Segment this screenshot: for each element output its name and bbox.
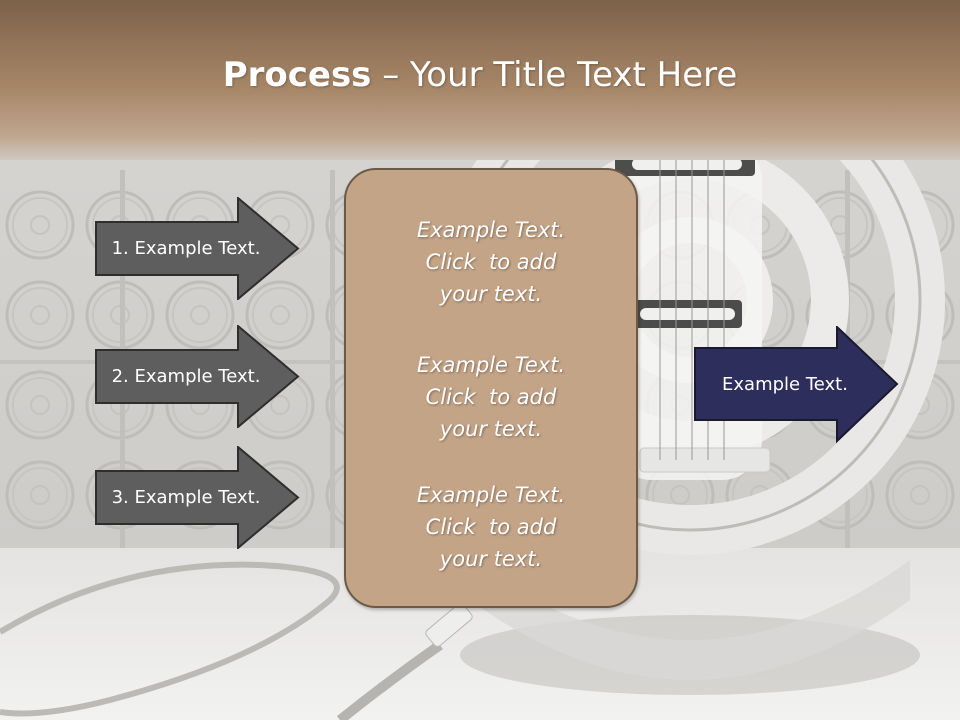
step-arrow-2[interactable]: 2. Example Text. <box>95 325 301 428</box>
paragraph-line: your text. <box>439 547 543 571</box>
step-arrow-1[interactable]: 1. Example Text. <box>95 197 301 300</box>
paragraph-line: your text. <box>439 417 543 441</box>
center-paragraph-3: Example Text. Click to add your text. <box>346 479 636 575</box>
center-paragraph-2: Example Text. Click to add your text. <box>346 349 636 445</box>
paragraph-line: Click to add <box>425 385 557 409</box>
step-label: 3. Example Text. <box>111 487 261 508</box>
step-label: 2. Example Text. <box>111 366 261 387</box>
arrow-shape <box>95 325 300 428</box>
step-arrow-3[interactable]: 3. Example Text. <box>95 446 301 549</box>
arrow-shape <box>694 326 899 444</box>
result-label: Example Text. <box>722 373 848 395</box>
arrow-shape <box>95 446 300 549</box>
paragraph-line: Example Text. <box>416 218 566 242</box>
slide-title[interactable]: Process – Your Title Text Here <box>0 52 960 98</box>
title-rest: – Your Title Text Here <box>371 55 738 95</box>
paragraph-line: your text. <box>439 282 543 306</box>
title-bold: Process <box>222 55 372 95</box>
paragraph-line: Example Text. <box>416 353 566 377</box>
paragraph-line: Example Text. <box>416 483 566 507</box>
paragraph-line: Click to add <box>425 250 557 274</box>
center-paragraph-1: Example Text. Click to add your text. <box>346 214 636 310</box>
result-arrow[interactable]: Example Text. <box>694 326 900 444</box>
arrow-shape <box>95 197 300 300</box>
center-text-box[interactable]: Example Text. Click to add your text. Ex… <box>344 168 638 608</box>
paragraph-line: Click to add <box>425 515 557 539</box>
step-label: 1. Example Text. <box>111 238 261 259</box>
